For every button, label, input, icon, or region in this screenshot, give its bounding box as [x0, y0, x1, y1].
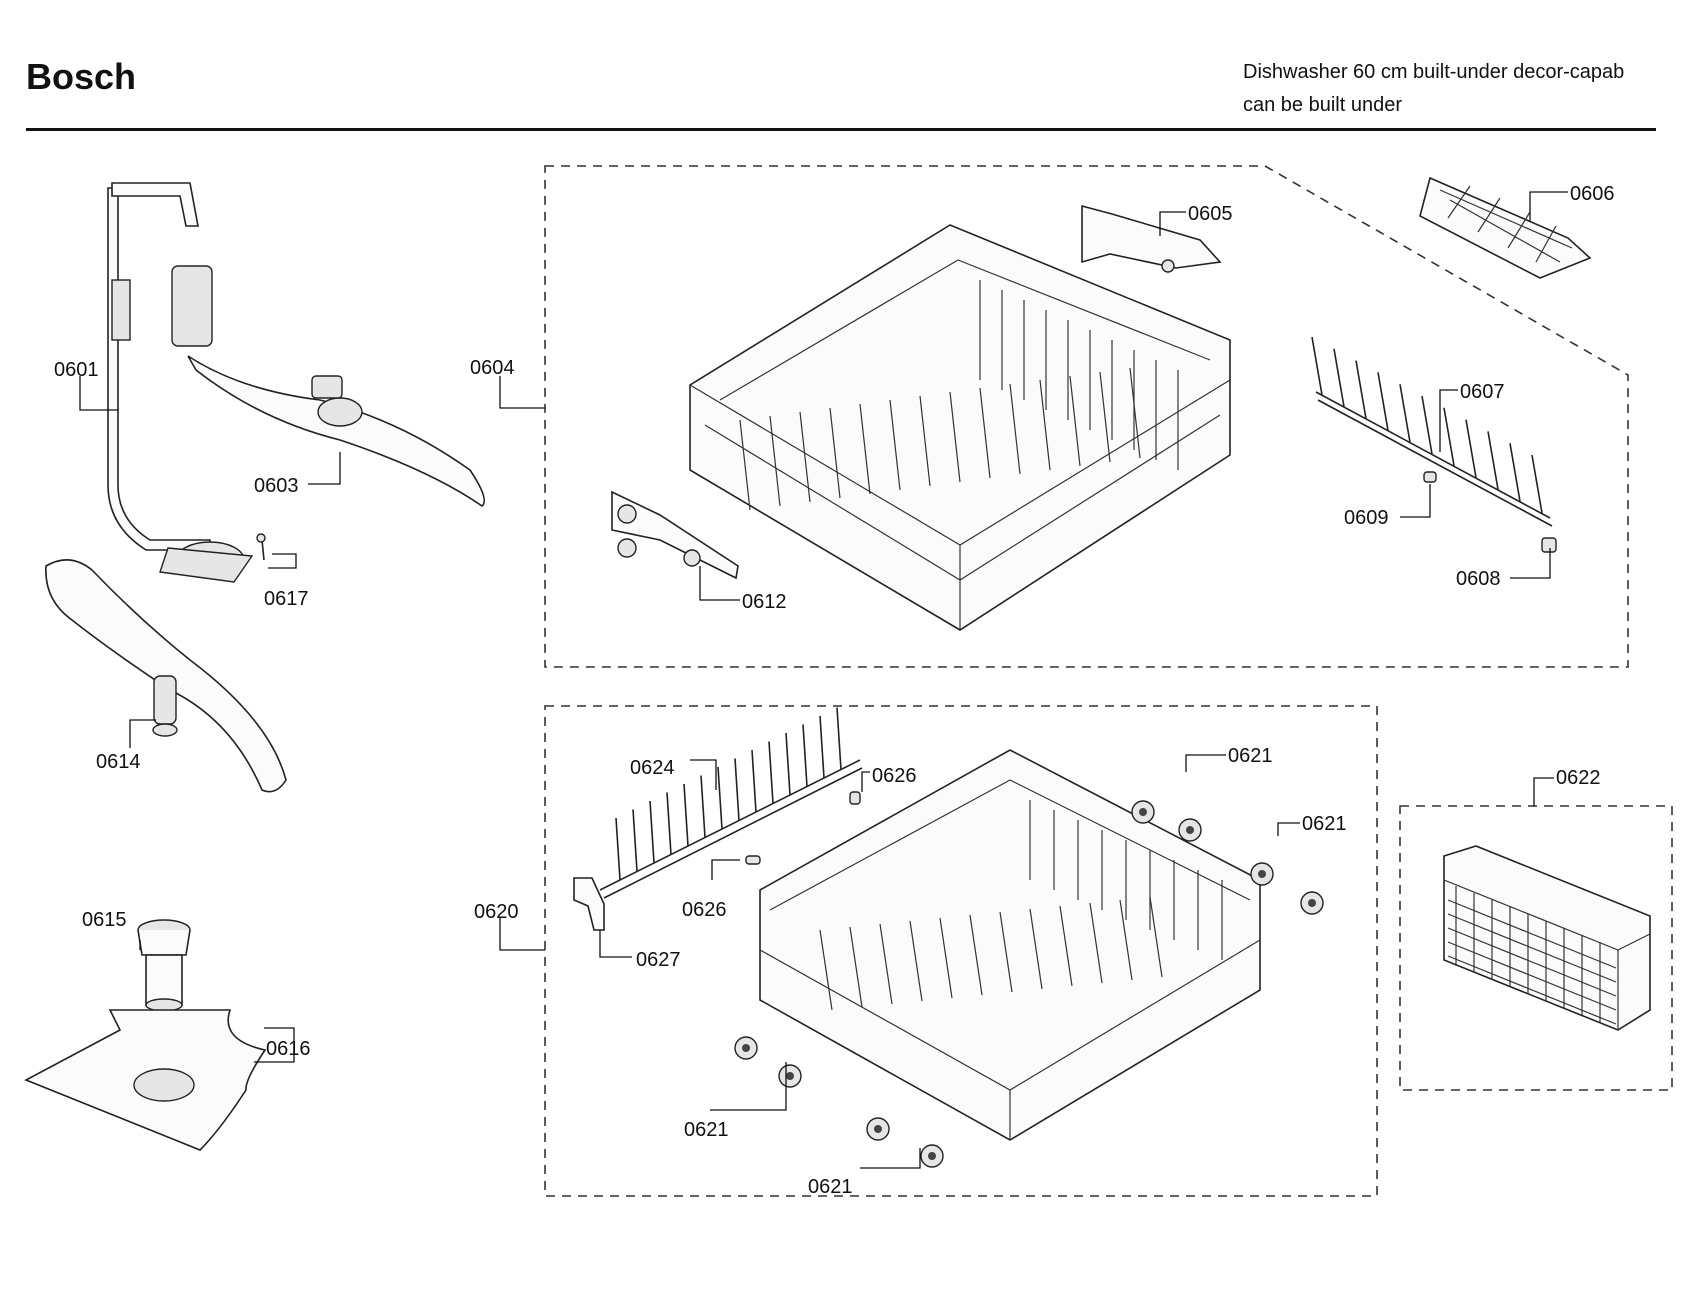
callout-0603: 0603: [254, 475, 299, 497]
callout-0615: 0615: [82, 909, 127, 931]
rack-wheels-group: [734, 800, 1324, 1168]
lower-fold-tines-part: [599, 707, 863, 899]
clip-0608-part: [1541, 537, 1557, 553]
callout-0624: 0624: [630, 757, 675, 779]
rack-wheel-hub-4: [1308, 899, 1316, 907]
fold-down-tines-part: [1311, 336, 1553, 527]
cutlery-basket-part: [1443, 845, 1651, 1031]
callout-0621-b: 0621: [1302, 813, 1347, 835]
callout-0627: 0627: [636, 949, 681, 971]
callout-0620: 0620: [474, 901, 519, 923]
rack-wheel-hub-6: [786, 1072, 794, 1080]
lower-spray-arm-part: [45, 559, 287, 793]
clip-0609-part: [1423, 471, 1437, 483]
callout-0622: 0622: [1556, 767, 1601, 789]
rack-wheel-hub-5: [742, 1044, 750, 1052]
holder-0627-part: [573, 877, 605, 931]
callout-0616: 0616: [266, 1038, 311, 1060]
rack-rail-right-part: [1081, 204, 1222, 273]
callout-0609: 0609: [1344, 507, 1389, 529]
callout-0617: 0617: [264, 588, 309, 610]
callout-0606: 0606: [1570, 183, 1615, 205]
callout-0614: 0614: [96, 751, 141, 773]
callout-0604: 0604: [470, 357, 515, 379]
callout-leaders: [79, 191, 1568, 1169]
clip-0626b-part: [745, 855, 761, 865]
rack-wheel-hub-3: [1258, 870, 1266, 878]
rack-wheel-hub-1: [1139, 808, 1147, 816]
upper-rack-group-box: [544, 165, 1629, 668]
rack-rail-left-part: [611, 490, 739, 580]
model-description: Dishwasher 60 cm built-under decor-capab…: [1243, 56, 1624, 122]
cup-shelf-part: [1419, 176, 1592, 279]
callout-0626-b: 0626: [682, 899, 727, 921]
rack-wheel-hub-7: [874, 1125, 882, 1133]
brand-title: Bosch: [26, 56, 137, 97]
rack-wheel-hub-8: [928, 1152, 936, 1160]
callout-0626-a: 0626: [872, 765, 917, 787]
screw-part: [256, 533, 266, 561]
fine-filter-plate-part: [24, 1009, 267, 1151]
supply-pipe-part: [107, 182, 254, 583]
callout-0612: 0612: [742, 591, 787, 613]
callout-0621-c: 0621: [684, 1119, 729, 1141]
callout-0621-a: 0621: [1228, 745, 1273, 767]
lower-rack-part: [759, 749, 1261, 1141]
lower-rack-group-box: [544, 705, 1378, 1197]
upper-spray-arm-part: [171, 265, 486, 507]
callout-0621-d: 0621: [808, 1176, 853, 1198]
callout-0608: 0608: [1456, 568, 1501, 590]
model-description-line-2: can be built under: [1243, 94, 1403, 116]
model-description-line-1: Dishwasher 60 cm built-under decor-capab: [1243, 61, 1625, 83]
header-rule: [26, 128, 1656, 131]
callout-0605: 0605: [1188, 203, 1233, 225]
upper-rack-part: [689, 224, 1231, 631]
cutlery-basket-group-box: [1399, 805, 1673, 1091]
callout-0601: 0601: [54, 359, 99, 381]
rack-wheel-hub-2: [1186, 826, 1194, 834]
callout-0607: 0607: [1460, 381, 1505, 403]
clip-0626a-part: [849, 791, 861, 805]
filter-cylinder-part: [137, 919, 191, 1012]
